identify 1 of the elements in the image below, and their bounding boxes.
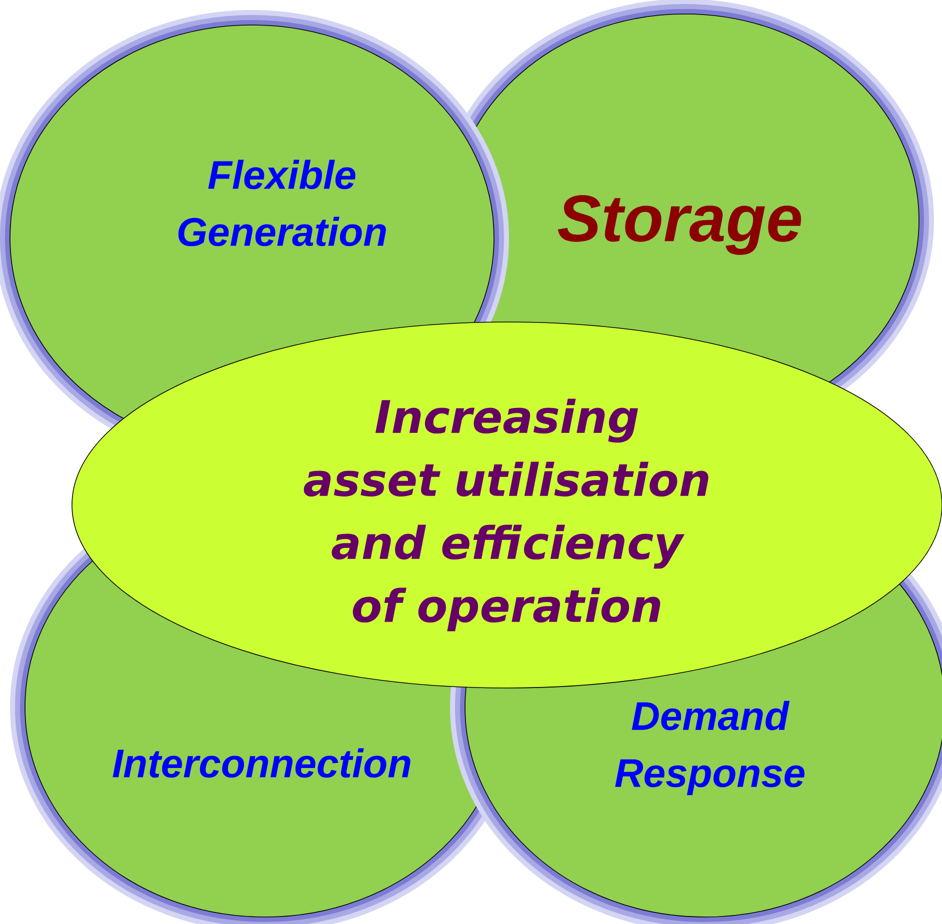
ellipse-node: Increasing asset utilisation and efficiency of operation <box>72 322 942 688</box>
